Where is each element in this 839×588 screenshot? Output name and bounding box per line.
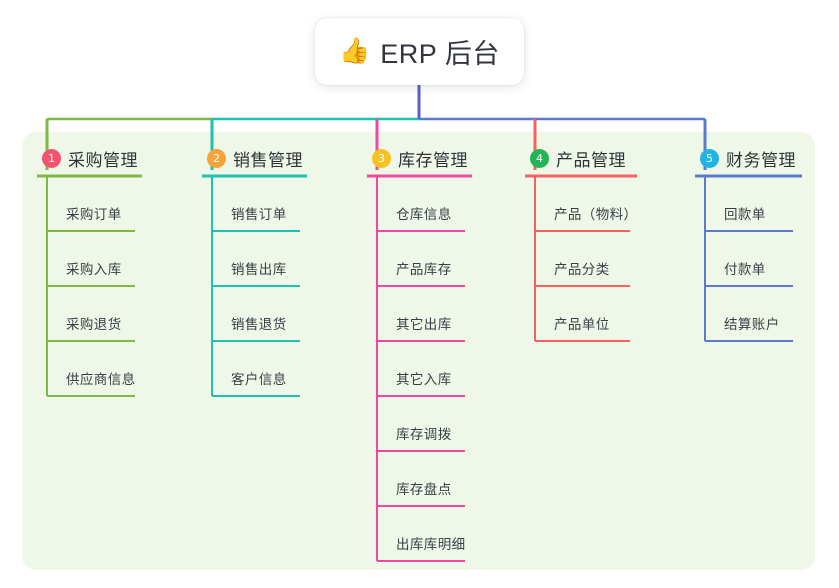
list-item-label: 采购订单 <box>66 207 122 222</box>
list-item[interactable]: 其它入库 <box>372 341 468 396</box>
list-item[interactable]: 出库库明细 <box>372 506 468 561</box>
category-number-badge: 4 <box>530 148 549 168</box>
list-item[interactable]: 销售出库 <box>207 231 303 286</box>
list-item-label: 结算账户 <box>724 317 780 332</box>
list-item[interactable]: 产品分类 <box>530 231 626 286</box>
list-item[interactable]: 销售退货 <box>207 286 303 341</box>
list-item-label: 库存调拨 <box>396 427 452 442</box>
list-item[interactable]: 销售订单 <box>207 176 303 231</box>
list-item-label: 供应商信息 <box>66 372 136 387</box>
category-column: 5 财务管理回款单付款单结算账户 <box>700 146 796 341</box>
category-number-badge: 3 <box>372 148 391 168</box>
list-item[interactable]: 库存盘点 <box>372 451 468 506</box>
list-item[interactable]: 库存调拨 <box>372 396 468 451</box>
category-title: 财务管理 <box>726 150 796 170</box>
category-title: 库存管理 <box>398 150 468 170</box>
list-item-label: 回款单 <box>724 207 766 222</box>
list-item-label: 产品（物料） <box>554 207 638 222</box>
list-item[interactable]: 客户信息 <box>207 341 303 396</box>
list-item-label: 客户信息 <box>231 372 287 387</box>
category-number-badge: 2 <box>207 148 226 168</box>
list-item[interactable]: 回款单 <box>700 176 796 231</box>
root-title: ERP 后台 <box>380 39 500 69</box>
list-item-label: 销售订单 <box>231 207 287 222</box>
list-item[interactable]: 供应商信息 <box>42 341 138 396</box>
category-item-list: 采购订单采购入库采购退货供应商信息 <box>42 176 138 396</box>
root-node[interactable]: 👍 ERP 后台 <box>315 18 524 85</box>
list-item[interactable]: 产品（物料） <box>530 176 637 231</box>
list-item[interactable]: 其它出库 <box>372 286 468 341</box>
list-item[interactable]: 采购订单 <box>42 176 138 231</box>
category-header[interactable]: 2 销售管理 <box>207 146 303 170</box>
list-item[interactable]: 产品库存 <box>372 231 468 286</box>
list-item-label: 采购退货 <box>66 317 122 332</box>
category-header[interactable]: 3 库存管理 <box>372 146 468 170</box>
category-title: 产品管理 <box>556 150 626 170</box>
thumbs-up-icon: 👍 <box>339 37 371 65</box>
list-item-label: 仓库信息 <box>396 207 452 222</box>
category-item-list: 仓库信息产品库存其它出库其它入库库存调拨库存盘点出库库明细 <box>372 176 468 561</box>
list-item[interactable]: 采购退货 <box>42 286 138 341</box>
list-item[interactable]: 采购入库 <box>42 231 138 286</box>
category-column: 2 销售管理销售订单销售出库销售退货客户信息 <box>207 146 303 396</box>
list-item-label: 销售退货 <box>231 317 287 332</box>
list-item[interactable]: 付款单 <box>700 231 796 286</box>
category-item-list: 销售订单销售出库销售退货客户信息 <box>207 176 303 396</box>
list-item-label: 库存盘点 <box>396 482 452 497</box>
list-item-label: 产品分类 <box>554 262 610 277</box>
list-item-label: 采购入库 <box>66 262 122 277</box>
category-item-list: 产品（物料） 产品分类产品单位 <box>530 176 637 341</box>
category-title: 采购管理 <box>68 150 138 170</box>
list-item-label: 产品单位 <box>554 317 610 332</box>
list-item[interactable]: 产品单位 <box>530 286 626 341</box>
category-title: 销售管理 <box>233 150 303 170</box>
diagram-panel <box>22 132 815 570</box>
list-item-label: 产品库存 <box>396 262 452 277</box>
category-column: 3 库存管理仓库信息产品库存其它出库其它入库库存调拨库存盘点出库库明细 <box>372 146 468 561</box>
list-item[interactable]: 仓库信息 <box>372 176 468 231</box>
list-item-label: 其它入库 <box>396 372 452 387</box>
category-number-badge: 5 <box>700 148 719 168</box>
list-item[interactable]: 结算账户 <box>700 286 796 341</box>
category-header[interactable]: 5 财务管理 <box>700 146 796 170</box>
list-item-label: 其它出库 <box>396 317 452 332</box>
category-header[interactable]: 1 采购管理 <box>42 146 138 170</box>
category-item-list: 回款单付款单结算账户 <box>700 176 796 341</box>
list-item-label: 出库库明细 <box>396 537 466 552</box>
category-column: 1 采购管理采购订单采购入库采购退货供应商信息 <box>42 146 138 396</box>
category-header[interactable]: 4 产品管理 <box>530 146 626 170</box>
category-column: 4 产品管理产品（物料） 产品分类产品单位 <box>530 146 637 341</box>
list-item-label: 销售出库 <box>231 262 287 277</box>
category-number-badge: 1 <box>42 148 61 168</box>
list-item-label: 付款单 <box>724 262 766 277</box>
